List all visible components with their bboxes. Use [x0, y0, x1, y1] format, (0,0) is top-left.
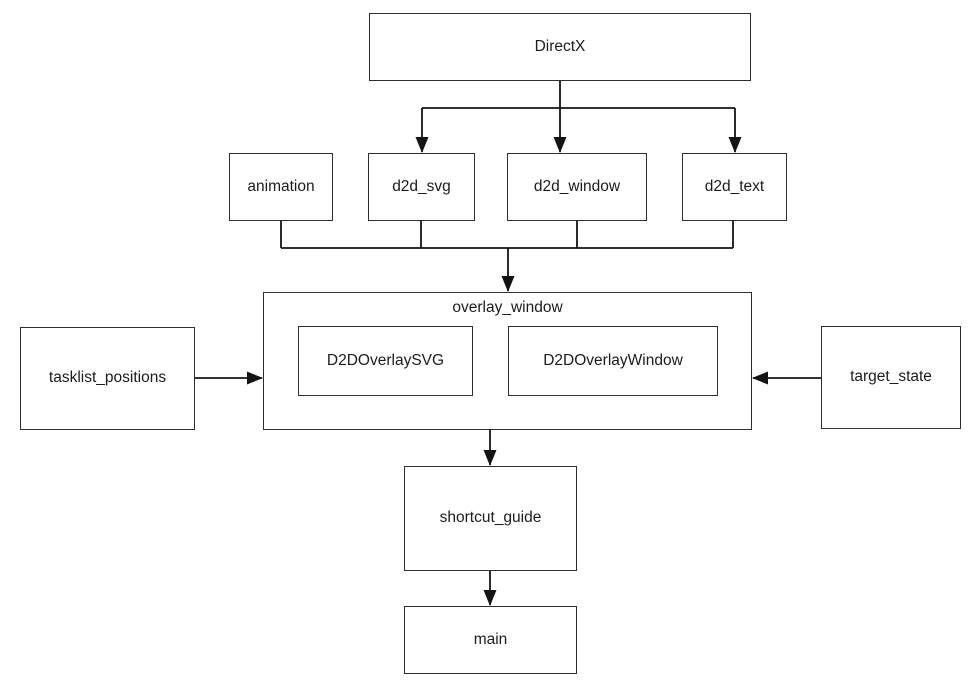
- edge-merge-bus: [280, 221, 734, 249]
- node-target_state-label: target_state: [850, 368, 932, 386]
- node-tasklist_positions: tasklist_positions: [20, 327, 195, 430]
- node-overlay_window: overlay_window D2DOverlaySVG D2DOverlayW…: [263, 292, 752, 430]
- node-d2d_svg: d2d_svg: [368, 153, 475, 221]
- node-d2d_svg-label: d2d_svg: [392, 177, 451, 195]
- node-d2d_window-label: d2d_window: [533, 177, 621, 195]
- node-main: main: [404, 606, 577, 674]
- node-shortcut_guide-label: shortcut_guide: [439, 509, 542, 527]
- node-directx-label: DirectX: [534, 37, 586, 55]
- node-animation-label: animation: [247, 177, 315, 195]
- node-d2d_overlay_svg: D2DOverlaySVG: [298, 326, 473, 396]
- node-d2d_window: d2d_window: [507, 153, 647, 221]
- node-d2d_text-label: d2d_text: [704, 177, 765, 195]
- node-shortcut_guide: shortcut_guide: [404, 466, 577, 571]
- edge-directx-branch-bar: [422, 81, 735, 109]
- node-tasklist_positions-label: tasklist_positions: [48, 369, 167, 387]
- node-d2d_text: d2d_text: [682, 153, 787, 221]
- node-d2d_overlay_window-label: D2DOverlayWindow: [543, 352, 683, 369]
- node-d2d_overlay_window: D2DOverlayWindow: [508, 326, 718, 396]
- node-overlay_window-label: overlay_window: [452, 299, 563, 316]
- node-target_state: target_state: [821, 326, 961, 429]
- node-main-label: main: [473, 630, 508, 648]
- node-directx: DirectX: [369, 13, 751, 81]
- node-d2d_overlay_svg-label: D2DOverlaySVG: [326, 352, 445, 369]
- node-animation: animation: [229, 153, 333, 221]
